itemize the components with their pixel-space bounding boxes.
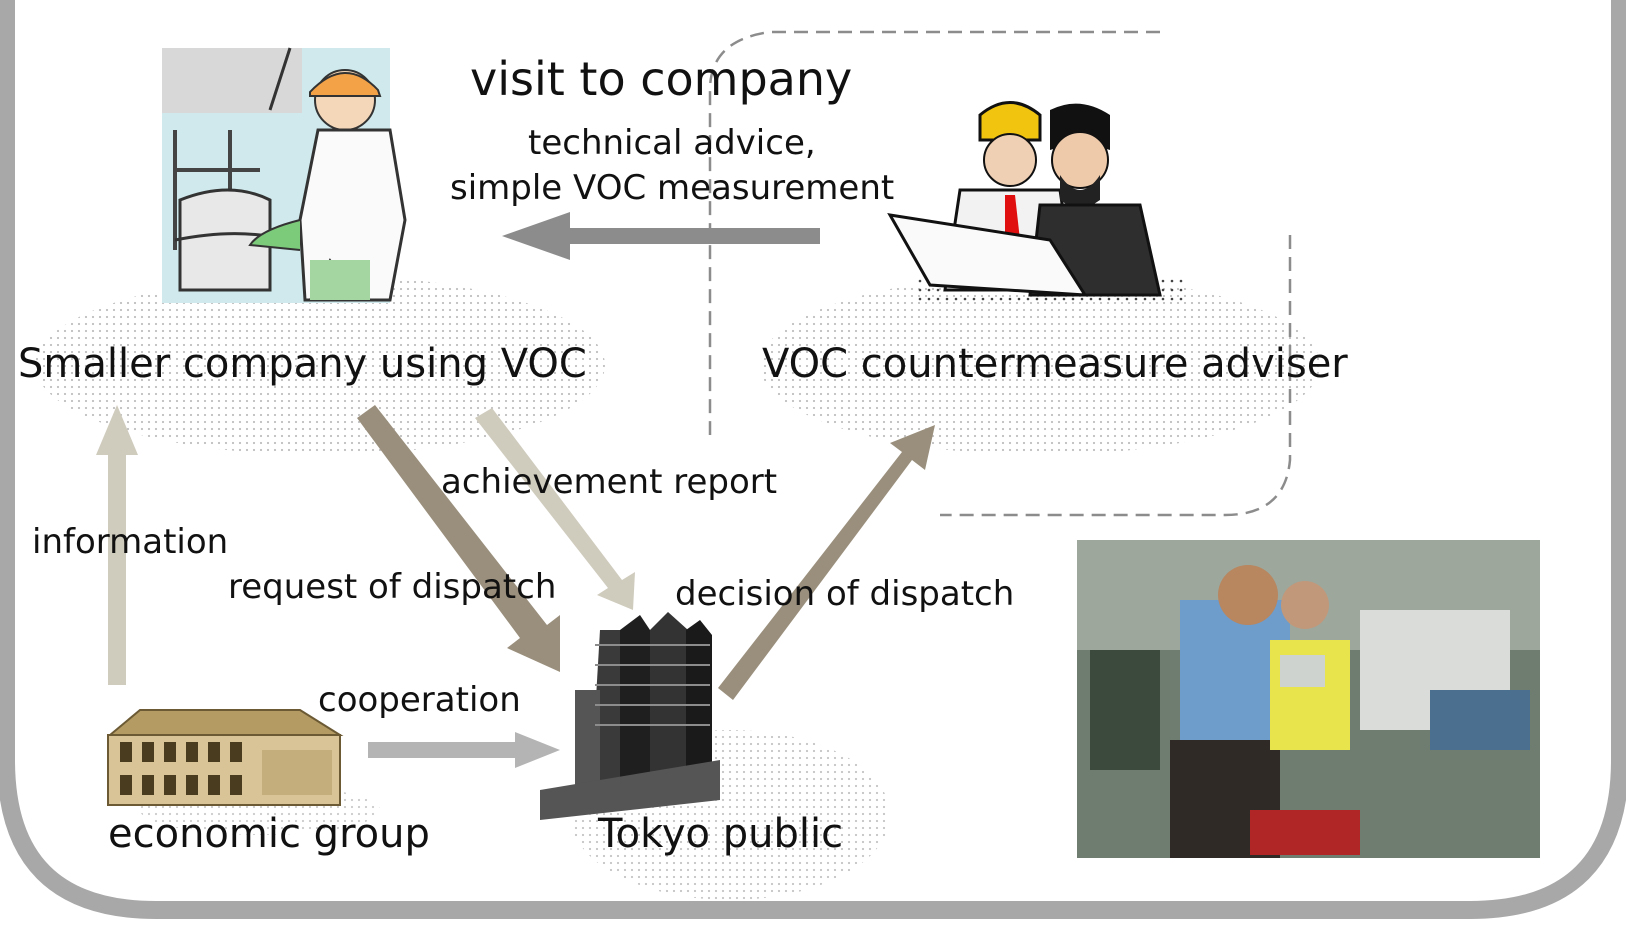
edge-decision-of-dispatch: decision of dispatch [675,574,1015,614]
inspection-photo [1077,540,1540,858]
worker-illustration [162,47,407,303]
information-arrow [96,405,138,685]
tokyo-building-illustration [540,612,720,820]
edge-cooperation: cooperation [318,680,521,720]
adviser-dashed-region [708,30,1292,517]
subtitle-line-1: technical advice, [528,123,816,163]
achievement-arrow [475,408,635,610]
adviser-ellipse [760,275,1320,455]
economic-group-illustration [107,709,344,806]
node-tokyo-public: Tokyo public [598,811,844,857]
cooperation-arrow [368,732,560,768]
visit-arrow [502,212,820,260]
node-economic-group: economic group [108,811,430,857]
subtitle-line-2: simple VOC measurement [450,168,895,208]
decision-arrow [718,425,935,700]
adviser-illustration [887,101,1185,305]
edge-achievement-report: achievement report [441,462,778,502]
request-arrow [357,405,560,672]
smaller-company-ellipse [35,275,605,455]
node-adviser: VOC countermeasure adviser [762,341,1348,387]
node-smaller-company: Smaller company using VOC [18,341,587,387]
diagram-title: visit to company [470,52,853,106]
edge-request-of-dispatch: request of dispatch [228,567,557,607]
edge-information: information [32,522,229,562]
